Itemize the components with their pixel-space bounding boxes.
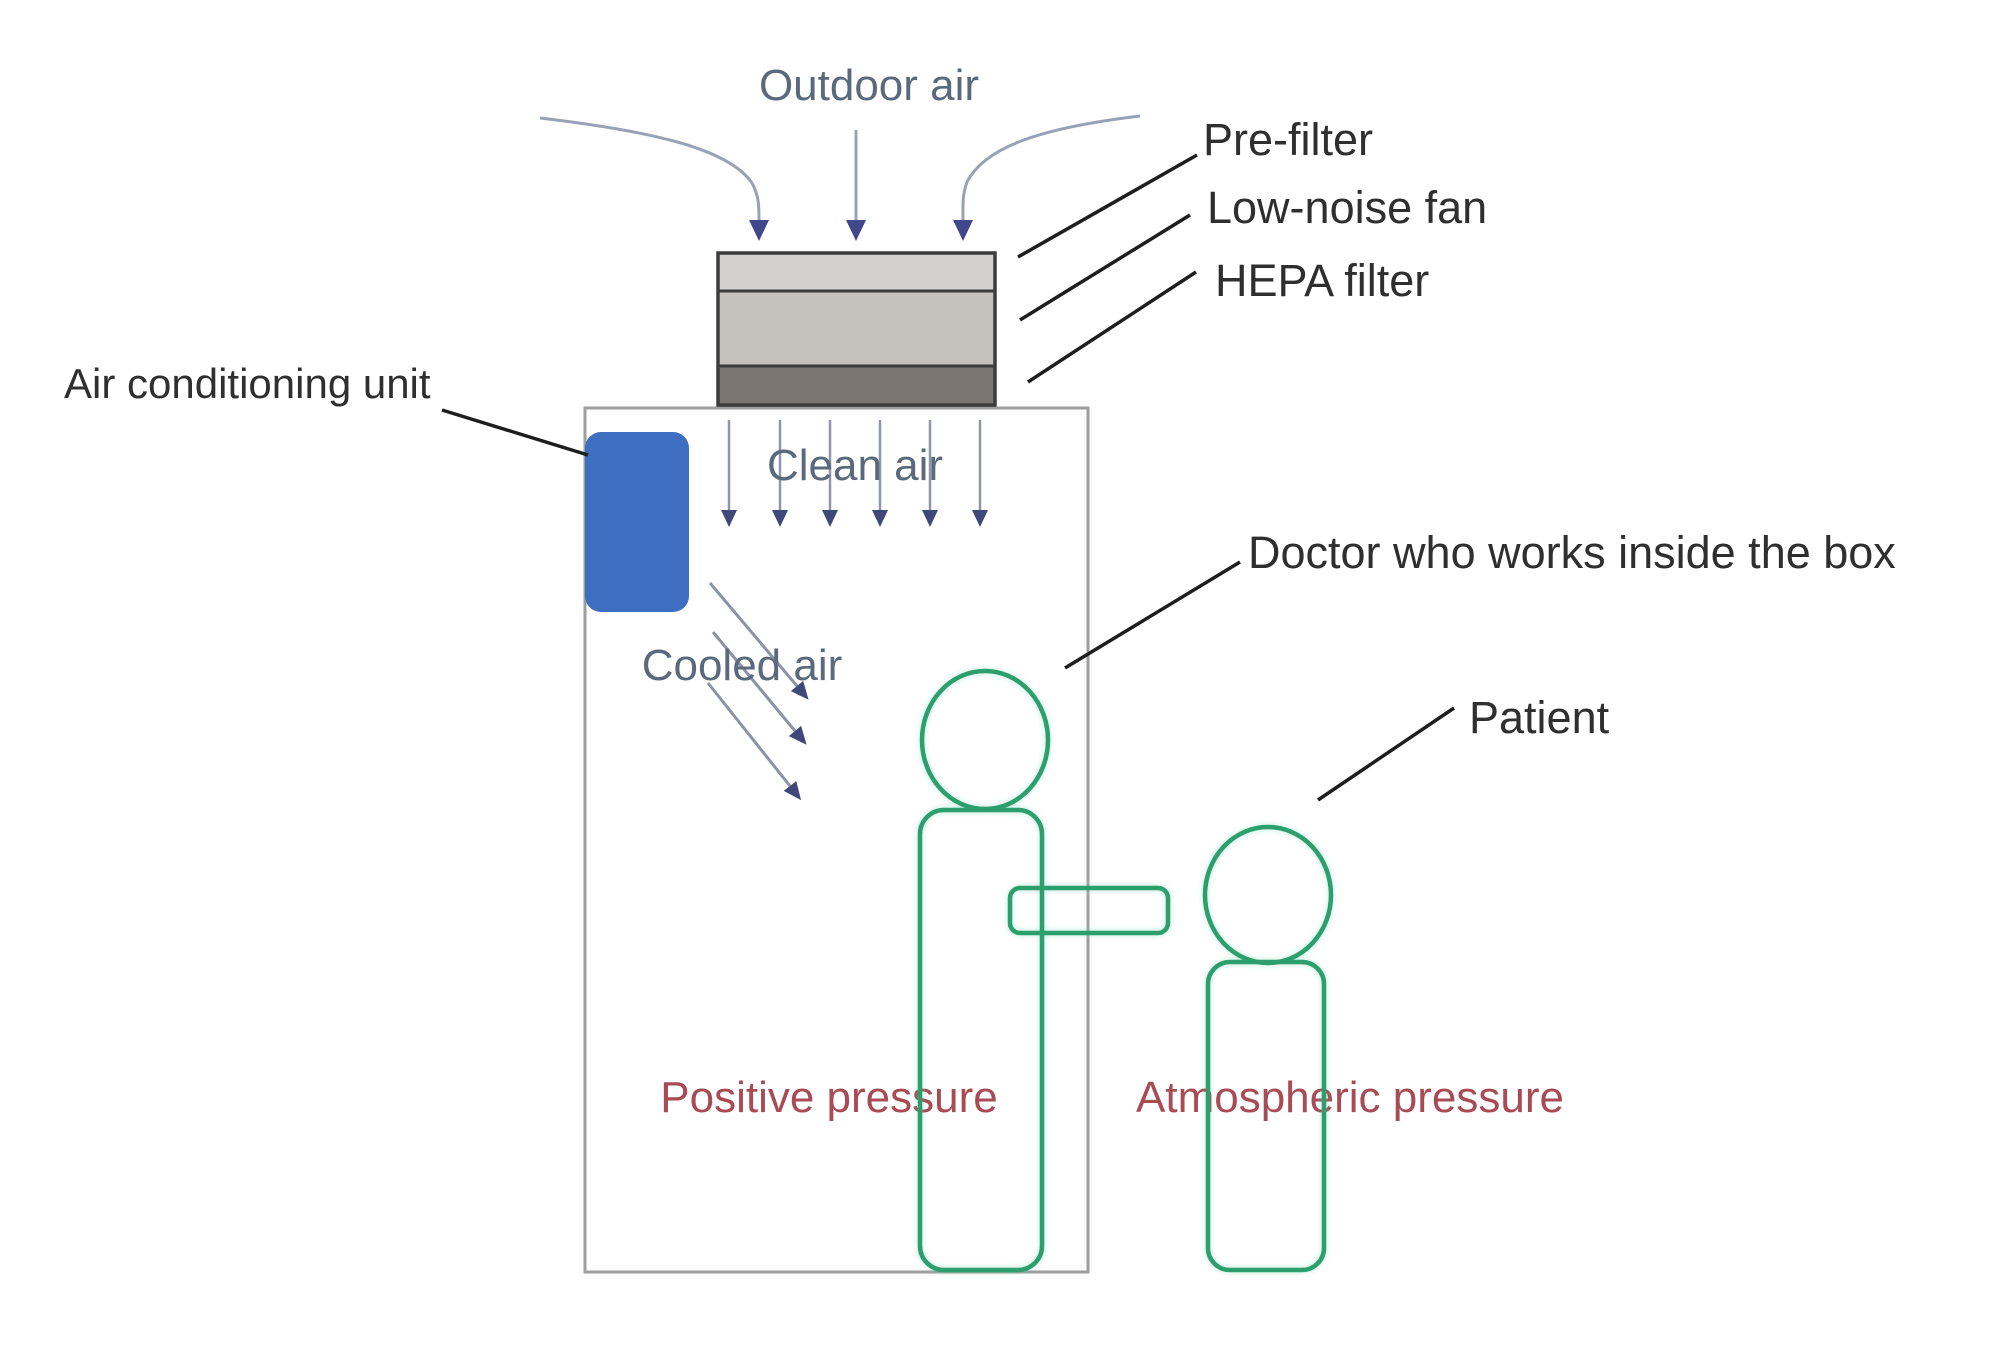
label-outdoor-air: Outdoor air [759, 61, 979, 110]
label-patient: Patient [1469, 692, 1610, 743]
air-conditioning-unit [585, 432, 689, 612]
label-low-noise-fan: Low-noise fan [1207, 182, 1487, 233]
patient-head [1202, 824, 1334, 966]
filter-unit [716, 251, 997, 407]
pointer-line-pre-filter [1017, 153, 1198, 259]
low-noise-fan-layer [718, 291, 995, 366]
cooled-air-arrow-2 [711, 631, 797, 732]
pointer-line-low-noise-fan [1019, 213, 1191, 322]
filter-unit-outline [716, 251, 997, 407]
outdoor-air-arrow-left [539, 116, 761, 221]
label-atmospheric-pressure: Atmospheric pressure [1136, 1073, 1564, 1122]
arrowhead-icon [953, 220, 973, 241]
label-doctor: Doctor who works inside the box [1248, 527, 1896, 578]
doctor-arm [1007, 885, 1171, 936]
label-cooled-air: Cooled air [642, 641, 843, 690]
doctor-body [917, 807, 1045, 1273]
doctor-figure [917, 668, 1171, 1273]
arrowhead-icon [972, 510, 988, 527]
patient-figure [1202, 824, 1334, 1273]
arrowhead-icon [790, 680, 809, 700]
pointer-line-doctor [1064, 560, 1241, 670]
label-positive-pressure: Positive pressure [660, 1073, 997, 1122]
arrowhead-icon [822, 510, 838, 527]
label-hepa-filter: HEPA filter [1215, 255, 1429, 306]
clean-air-arrows [721, 420, 988, 527]
arrowhead-icon [872, 510, 888, 527]
label-air-conditioning-unit: Air conditioning unit [64, 360, 431, 407]
patient-body [1205, 959, 1327, 1273]
isolation-box [583, 406, 1090, 1274]
cooled-air-arrows [706, 582, 809, 801]
arrowhead-icon [783, 781, 802, 801]
pointer-line-hepa-filter [1027, 270, 1197, 384]
outdoor-air-arrow-right [961, 114, 1141, 221]
arrowhead-icon [749, 220, 769, 241]
arrowhead-icon [788, 725, 807, 745]
cooled-air-arrow-1 [708, 582, 799, 687]
outdoor-air-arrows [539, 114, 1141, 221]
hepa-filter-layer [718, 366, 995, 407]
pointer-line-patient [1317, 706, 1455, 802]
pointer-line-air-conditioning-unit [441, 408, 589, 457]
cooled-air-arrow-3 [706, 682, 792, 787]
doctor-head [919, 668, 1051, 812]
label-clean-air: Clean air [767, 441, 943, 490]
label-pre-filter: Pre-filter [1203, 114, 1373, 165]
outdoor-air-arrowheads [749, 220, 973, 241]
arrowhead-icon [846, 220, 866, 241]
arrowhead-icon [772, 510, 788, 527]
pre-filter-layer [718, 253, 995, 291]
pointer-lines [441, 153, 1455, 802]
arrowhead-icon [721, 510, 737, 527]
arrowhead-icon [922, 510, 938, 527]
